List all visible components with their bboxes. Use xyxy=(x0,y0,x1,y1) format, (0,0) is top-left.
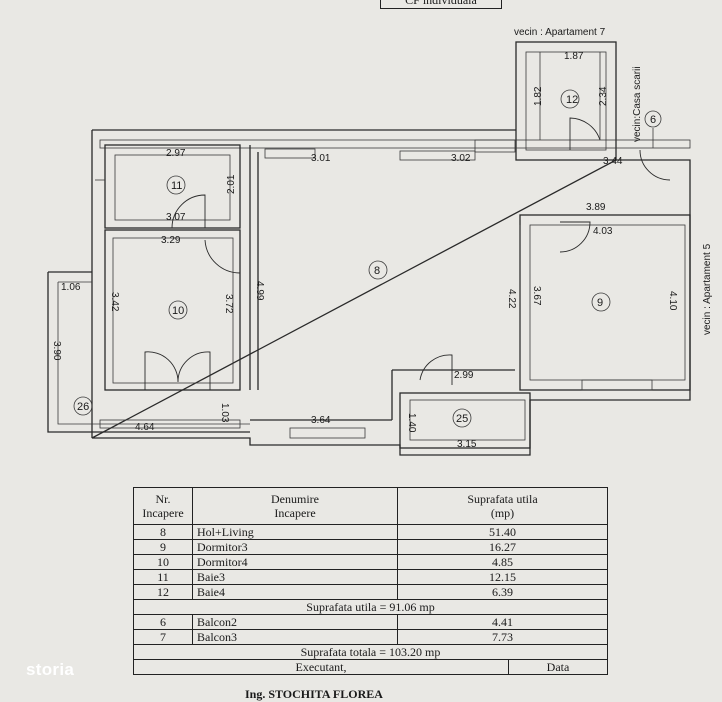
header-nr: Nr.Incapere xyxy=(133,487,193,525)
dim-4-22: 4.22 xyxy=(506,289,517,309)
dim-3-42: 3.42 xyxy=(109,292,120,312)
dim-3-02: 3.02 xyxy=(451,153,471,164)
dim-2-34: 2.34 xyxy=(598,86,609,106)
room-number-25: 25 xyxy=(456,413,468,425)
dim-2-99: 2.99 xyxy=(454,370,474,381)
dim-4-99: 4.99 xyxy=(254,281,265,301)
neighbor-top-label: vecin : Apartament 7 xyxy=(514,27,606,38)
signature-row: Executant, Data xyxy=(133,659,608,675)
header-fragment: CF individuala xyxy=(380,0,502,9)
room-number-26: 26 xyxy=(77,401,89,413)
dim-3-44: 3.44 xyxy=(603,156,623,167)
storia-watermark: storia xyxy=(26,660,75,679)
dim-3-89: 3.89 xyxy=(586,202,606,213)
dim-4-10: 4.10 xyxy=(667,291,678,311)
dim-3-90: 3.90 xyxy=(51,341,62,361)
dim-1-87: 1.87 xyxy=(564,51,584,62)
stairs-label: vecin:Casa scarii xyxy=(632,66,643,142)
dimensions: 1.87 1.82 2.34 2.97 3.01 3.02 3.44 2.01 … xyxy=(51,51,678,450)
apartment-walls xyxy=(47,110,691,456)
dim-1-03: 1.03 xyxy=(219,403,230,423)
dim-3-64: 3.64 xyxy=(311,415,331,426)
dim-3-72: 3.72 xyxy=(223,294,234,314)
total-utila-row: Suprafata utila = 91.06 mp xyxy=(133,599,608,615)
data-label: Data xyxy=(508,659,608,675)
dim-3-07: 3.07 xyxy=(166,212,186,223)
room-number-11: 11 xyxy=(171,180,182,192)
dim-1-40: 1.40 xyxy=(406,413,417,433)
dim-4-03: 4.03 xyxy=(593,226,613,237)
dim-3-67: 3.67 xyxy=(531,286,542,306)
dim-3-01: 3.01 xyxy=(311,153,331,164)
dim-3-29: 3.29 xyxy=(161,235,181,246)
room-number-6: 6 xyxy=(650,114,656,126)
executant-label: Executant, xyxy=(133,659,509,675)
dim-1-06: 1.06 xyxy=(61,282,81,293)
neighbor-right-label: vecin : Apartament 5 xyxy=(702,243,713,335)
dim-2-97: 2.97 xyxy=(166,148,186,159)
room-12 xyxy=(515,41,617,161)
room-number-12: 12 xyxy=(566,94,578,106)
engineer-name: Ing. STOCHITA FLOREA xyxy=(245,687,383,701)
room-number-10: 10 xyxy=(172,305,184,317)
room-number-9: 9 xyxy=(597,297,603,309)
dim-2-01: 2.01 xyxy=(226,174,237,194)
room-number-8: 8 xyxy=(374,265,380,277)
dim-4-64: 4.64 xyxy=(135,422,155,433)
total-row: Suprafata totala = 103.20 mp xyxy=(133,644,608,660)
floor-plan: vecin : Apartament 7 vecin : Apartament … xyxy=(47,27,713,456)
dim-1-82: 1.82 xyxy=(533,86,544,106)
dim-3-15: 3.15 xyxy=(457,439,477,450)
header-suprafata: Suprafata utila(mp) xyxy=(397,487,608,525)
